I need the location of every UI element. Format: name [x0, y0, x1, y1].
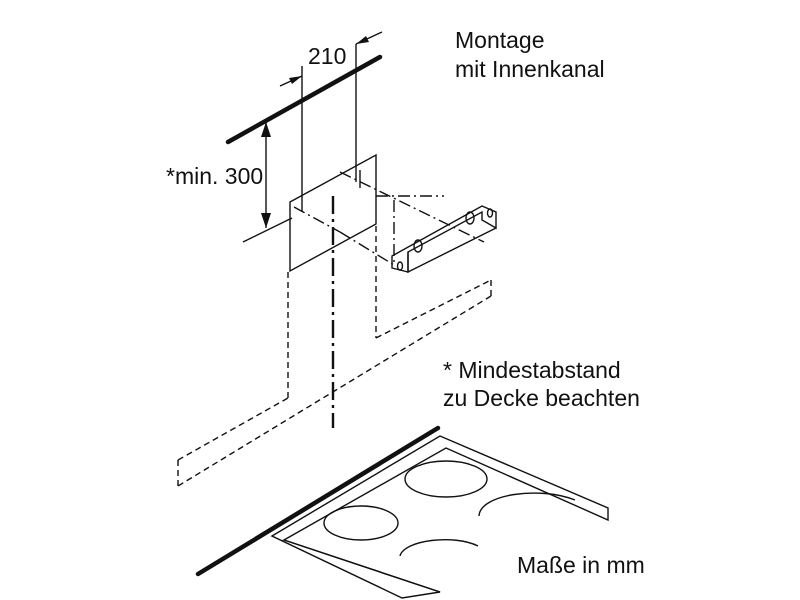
- width-dimension-label: 210: [308, 43, 346, 69]
- cooktop: [195, 425, 609, 599]
- burner-back-right: [478, 492, 576, 517]
- height-dimension-label: *min. 300: [166, 163, 263, 189]
- ceiling-line: [225, 54, 383, 145]
- mounting-plate: [289, 153, 377, 273]
- units-note: Maße in mm: [517, 552, 645, 578]
- burner-back-left: [404, 460, 488, 498]
- wall-bracket: [391, 205, 497, 274]
- burner-front-right: [399, 539, 479, 557]
- title-line-1: Montage: [455, 27, 545, 53]
- title-line-2: mit Innenkanal: [455, 56, 605, 82]
- width-dimension: 210: [279, 31, 383, 212]
- hood-outline: [177, 226, 492, 487]
- reference-lines: [293, 171, 485, 266]
- burner-front-left: [323, 505, 399, 541]
- note-line-2: zu Decke beachten: [443, 385, 640, 411]
- note-line-1: * Mindestabstand: [443, 357, 621, 383]
- height-dimension: *min. 300: [166, 122, 293, 243]
